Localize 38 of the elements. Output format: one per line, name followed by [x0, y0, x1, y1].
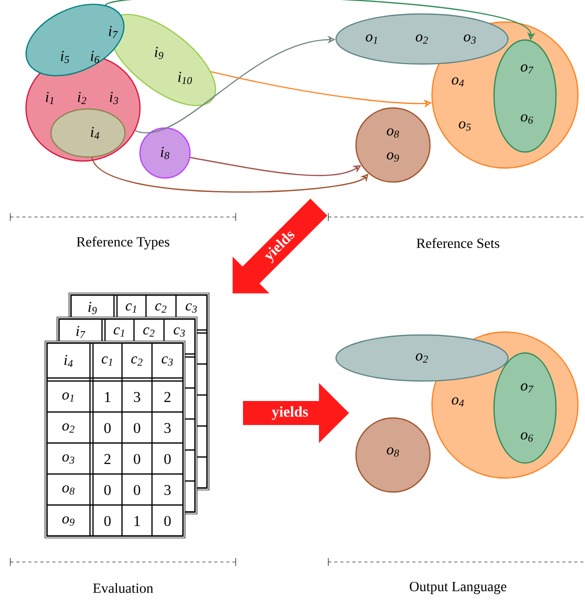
label: 0	[134, 484, 140, 496]
section-title: Reference Sets	[416, 238, 500, 248]
label: 1	[134, 516, 140, 526]
label: 0	[134, 454, 140, 464]
label: o$_{8}$	[62, 485, 75, 495]
label: 0	[164, 516, 171, 526]
label: c$_{3}$	[162, 356, 173, 366]
label: o$_{1}$	[62, 392, 74, 402]
label: c$_{2}$	[155, 303, 166, 313]
section-title: Evaluation	[93, 583, 154, 593]
label: 3	[164, 422, 171, 434]
section-title: Output Language	[410, 582, 506, 594]
table: i$_{4}$ c$_{1}$ c$_{2}$ c$_{3}$ o$_{1}$ 1 3 2 o$_{2}$ 0 0 3 o$_{3}$ 2 0 0 o$_{8}$ 0 0 3 o$_{9}$ 0 1 0	[44, 340, 186, 538]
label: i$_{7}$	[76, 326, 86, 338]
label: 3	[164, 484, 171, 496]
label: 0	[104, 422, 111, 434]
label: 3	[134, 392, 140, 402]
label: 2	[104, 454, 110, 464]
label: i$_{4}$	[64, 354, 73, 368]
label: c$_{2}$	[131, 356, 142, 366]
section-title: Reference Types	[76, 236, 170, 250]
label: 0	[164, 454, 171, 464]
arrow	[92, 157, 368, 192]
label: 0	[104, 516, 111, 526]
label: i$_{9}$	[88, 302, 97, 314]
label: 0	[104, 484, 111, 496]
label: c$_{3}$	[174, 327, 185, 337]
label: c$_{3}$	[186, 303, 197, 313]
label: o$_{3}$	[62, 454, 74, 464]
label: c$_{1}$	[102, 356, 112, 366]
label: c$_{1}$	[114, 327, 124, 337]
label: o$_{2}$	[62, 423, 74, 433]
label: 1	[105, 392, 110, 402]
label: o$_{9}$	[62, 516, 74, 526]
label: 2	[164, 392, 170, 402]
label: c$_{1}$	[126, 303, 136, 313]
label: 0	[134, 422, 140, 434]
label: c$_{2}$	[143, 327, 154, 337]
